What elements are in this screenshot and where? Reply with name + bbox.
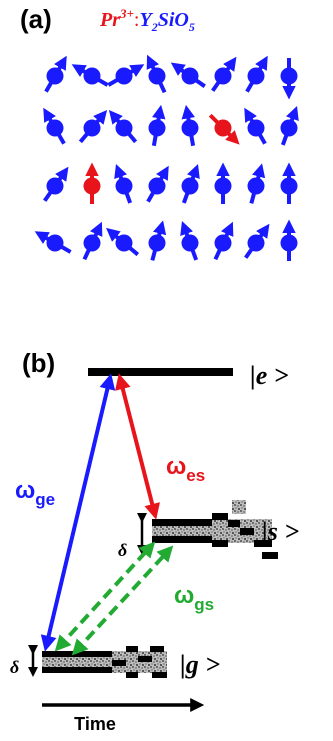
spin-grid [34,54,299,261]
title-host-si: SiO [158,9,189,31]
host-ion [247,119,265,137]
host-ion [83,234,101,252]
host-ion [148,119,166,137]
host-ion [280,177,298,195]
host-ion [247,67,265,85]
transition-es-arrow [115,373,160,520]
host-ion [46,177,64,195]
omega-es-label: ωes [166,453,205,485]
praseodymium-ion [83,177,101,195]
host-ion [148,177,166,195]
panel-a-label: (a) [20,4,52,34]
host-ion [83,67,101,85]
title-charge: 3+ [119,6,134,21]
omega-gs-label: ωgs [174,582,214,614]
transition-gs-arrow-1 [54,541,156,652]
time-axis-label: Time [74,714,116,734]
host-ion [83,119,101,137]
host-ion [214,234,232,252]
state-s-label: |s > [262,517,299,546]
title-host-y-sub: 2 [151,20,158,34]
delta-s-label: δ [118,540,127,560]
crystal-title: Pr3+:Y2SiO5 [99,6,195,34]
host-ion [46,234,64,252]
title-host-y: Y [139,9,153,31]
host-ion [181,177,199,195]
state-g-label: |g > [180,650,220,679]
host-ion [280,234,298,252]
host-ion [247,234,265,252]
host-ion [214,67,232,85]
title-host-o-sub: 5 [189,20,195,34]
host-ion [181,67,199,85]
svg-text:Pr3+:Y2SiO5: Pr3+:Y2SiO5 [99,6,195,34]
spin-level-s [152,500,278,559]
host-ion [247,177,265,195]
host-ion [148,234,166,252]
host-ion [280,67,298,85]
host-ion [181,119,199,137]
host-ion [214,177,232,195]
state-e-label: |e > [250,361,289,390]
delta-g-label: δ [10,657,19,677]
host-ion [46,67,64,85]
host-ion [115,119,133,137]
omega-ge-label: ωge [15,477,55,509]
panel-b-label: (b) [22,348,55,378]
transition-ge-arrow [40,373,116,652]
host-ion [115,234,133,252]
title-ion: Pr [99,9,120,31]
host-ion [115,177,133,195]
host-ion [46,119,64,137]
transition-gs-arrow-2 [71,545,174,656]
host-ion [280,119,298,137]
ground-level-g [42,646,167,678]
title-separator: : [134,9,140,31]
praseodymium-ion [214,119,232,137]
host-ion [115,67,133,85]
host-ion [148,67,166,85]
host-ion [181,234,199,252]
